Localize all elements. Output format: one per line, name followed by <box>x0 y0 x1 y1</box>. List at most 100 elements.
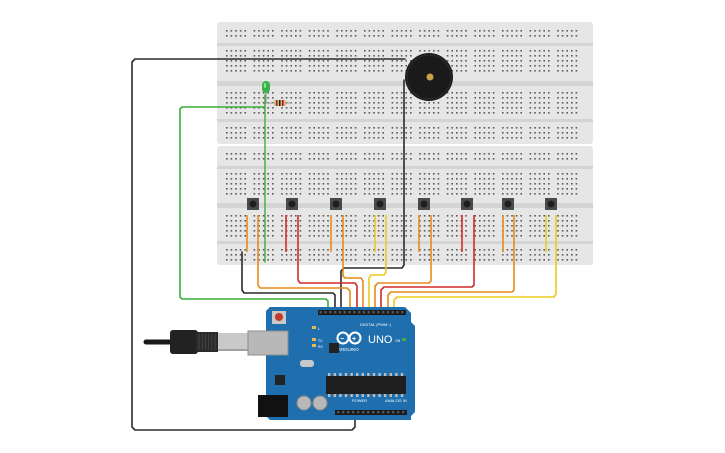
digital-header-pin[interactable] <box>377 311 380 314</box>
button-6-cap[interactable] <box>463 200 471 208</box>
breadboard-hole <box>253 55 256 57</box>
piezo-buzzer[interactable] <box>405 53 453 101</box>
digital-header-pin[interactable] <box>353 311 356 314</box>
digital-header-pin[interactable] <box>381 311 385 314</box>
power-analog-header-pin[interactable] <box>372 411 375 414</box>
breadboard-hole <box>529 225 532 227</box>
power-analog-header-pin[interactable] <box>342 411 345 414</box>
digital-header-pin[interactable] <box>362 311 366 314</box>
digital-header-pin[interactable] <box>324 311 327 314</box>
breadboard-hole <box>382 230 384 232</box>
breadboard-hole <box>502 259 504 261</box>
power-analog-header-pin[interactable] <box>397 411 400 414</box>
breadboard-hole <box>368 102 371 104</box>
power-analog-header-pin[interactable] <box>352 411 355 414</box>
button-2-cap[interactable] <box>288 200 296 208</box>
button-5-cap[interactable] <box>420 200 428 208</box>
wire-red-button-2[interactable] <box>297 251 358 314</box>
breadboard-hole <box>281 235 283 237</box>
wire-orange-button-3[interactable] <box>342 251 364 314</box>
power-analog-header-pin[interactable] <box>362 411 365 414</box>
breadboard-hole <box>318 132 320 134</box>
wire-black-button-gnd[interactable] <box>241 251 336 314</box>
power-analog-header-pin[interactable] <box>367 411 370 414</box>
breadboard-hole <box>557 137 559 139</box>
power-analog-header-pin[interactable] <box>382 411 385 414</box>
breadboard-hole <box>336 112 338 114</box>
breadboard-hole <box>529 132 532 134</box>
breadboard-bottom[interactable] <box>217 146 593 265</box>
wire-yellow-button-8[interactable] <box>393 251 557 314</box>
digital-header-pin[interactable] <box>357 311 361 314</box>
led-assembly[interactable] <box>262 81 270 104</box>
breadboard-hole <box>258 137 260 139</box>
breadboard-top[interactable] <box>217 22 593 144</box>
breadboard-hole <box>244 137 246 139</box>
power-analog-header-pin[interactable] <box>337 411 340 414</box>
breadboard-hole <box>566 183 568 185</box>
digital-header-pin[interactable] <box>338 311 342 314</box>
power-analog-header-pin[interactable] <box>347 411 350 414</box>
breadboard-hole <box>534 112 536 114</box>
digital-header-pin[interactable] <box>386 311 390 314</box>
button-8-cap[interactable] <box>547 200 555 208</box>
arduino-uno[interactable]: − + UNO ARDUINO DIGITAL (PWM~) POWER ANA… <box>143 307 415 420</box>
power-analog-header-pin[interactable] <box>392 411 395 414</box>
breadboard-hole <box>492 158 495 160</box>
breadboard-hole <box>511 35 513 37</box>
breadboard-hole <box>336 230 338 232</box>
power-analog-header-pin[interactable] <box>402 411 405 414</box>
breadboard-hole <box>575 55 578 57</box>
power-analog-header-pin[interactable] <box>357 411 360 414</box>
breadboard-hole <box>502 158 504 160</box>
wire-black-gnd-loop[interactable] <box>131 58 406 431</box>
breadboard-hole <box>400 127 403 129</box>
wire-yellow-button-4[interactable] <box>368 251 387 314</box>
breadboard-hole <box>235 173 237 175</box>
breadboard-hole <box>423 225 426 227</box>
breadboard-hole <box>391 132 394 134</box>
breadboard-hole <box>267 254 269 256</box>
digital-header-pin[interactable] <box>396 311 399 314</box>
breadboard-hole <box>474 112 476 114</box>
breadboard-hole <box>557 249 559 251</box>
power-analog-header-pin[interactable] <box>387 411 390 414</box>
wire-orange-button-7[interactable] <box>387 251 515 314</box>
wire-orange-button-5[interactable] <box>374 251 432 314</box>
button-3-cap[interactable] <box>332 200 340 208</box>
breadboard-top-center-channel <box>217 81 593 86</box>
digital-header-pin[interactable] <box>372 311 375 314</box>
breadboard-hole <box>410 235 412 237</box>
wire-red-button-6[interactable] <box>380 251 475 314</box>
breadboard-hole <box>543 173 545 175</box>
breadboard-hole <box>479 215 481 217</box>
digital-header-pin[interactable] <box>367 311 370 314</box>
digital-header-pin[interactable] <box>343 311 346 314</box>
breadboard-hole <box>350 132 352 134</box>
wire-green-led[interactable] <box>179 106 329 314</box>
breadboard-hole <box>534 132 536 134</box>
wire-black-buzzer[interactable] <box>340 79 405 314</box>
digital-header-pin[interactable] <box>319 311 322 314</box>
breadboard-hole <box>446 92 449 94</box>
wire-orange-button-1[interactable] <box>257 251 351 314</box>
digital-header-pin[interactable] <box>348 311 351 314</box>
breadboard-hole <box>285 173 288 175</box>
digital-header-pin[interactable] <box>391 311 394 314</box>
digital-header-pin[interactable] <box>333 311 337 314</box>
digital-header-pin[interactable] <box>329 311 332 314</box>
button-7-cap[interactable] <box>504 200 512 208</box>
reset-button[interactable] <box>275 313 283 321</box>
breadboard-hole <box>488 102 490 104</box>
button-1-cap[interactable] <box>249 200 257 208</box>
breadboard-hole <box>299 193 302 195</box>
breadboard-hole <box>322 107 325 109</box>
button-4-cap[interactable] <box>376 200 384 208</box>
digital-header-pin[interactable] <box>401 311 404 314</box>
breadboard-hole <box>511 137 513 139</box>
resistor[interactable] <box>268 100 292 106</box>
power-analog-header-pin[interactable] <box>377 411 380 414</box>
breadboard-hole <box>520 112 522 114</box>
breadboard-hole <box>391 158 394 160</box>
breadboard-hole <box>354 60 357 62</box>
